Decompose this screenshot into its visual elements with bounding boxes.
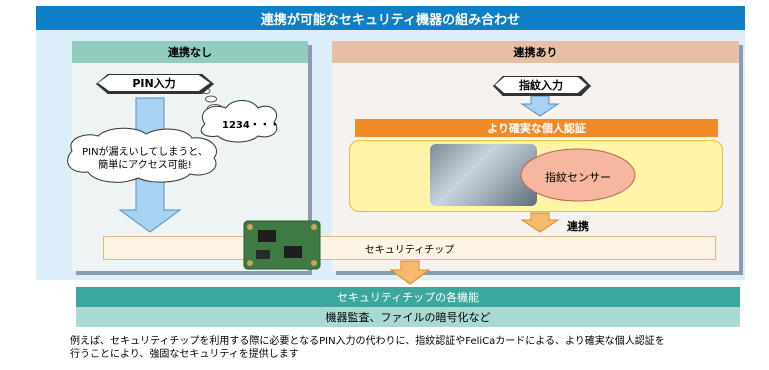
- warning-line-1: PINが漏えいしてしまうと、: [82, 147, 208, 158]
- link-down-arrow: [520, 212, 560, 233]
- chip-features-header: セキュリティチップの各機能: [76, 287, 740, 307]
- chip-pad-front-1: [247, 224, 253, 230]
- thought-text: 1234・・・: [222, 120, 280, 131]
- pin-input-label: PIN入力: [98, 75, 210, 91]
- thought-cloud: [200, 100, 278, 143]
- description-line-2: 行うことにより、強固なセキュリティを提供します: [70, 349, 299, 360]
- description-text: 例えば、セキュリティチップを利用する際に必要となるPIN入力の代わりに、指紋認証…: [70, 335, 740, 361]
- sensor-label: 指紋センサー: [545, 171, 611, 184]
- warning-cloud: [67, 127, 217, 183]
- chip-board-front: [243, 220, 321, 270]
- chip-pad-front-2: [311, 260, 317, 266]
- description-line-1: 例えば、セキュリティチップを利用する際に必要となるPIN入力の代わりに、指紋認証…: [70, 336, 665, 347]
- chip-pad-front-3: [247, 260, 253, 266]
- certain-auth-bar: より確実な個人認証: [355, 119, 718, 137]
- features-down-arrow-front: [389, 260, 431, 285]
- sensor-ellipse-front: [520, 148, 636, 202]
- fingerprint-input-label: 指紋入力: [495, 77, 587, 93]
- chip-pad-front-4: [311, 224, 317, 230]
- keyboard-finger-photo: [430, 144, 537, 206]
- chip-ic-front-3: [256, 250, 270, 259]
- diagram-title: 連携が可能なセキュリティ機器の組み合わせ: [36, 6, 745, 30]
- chip-ic-front-1: [258, 230, 276, 242]
- chip-features-detail: 機器監査、ファイルの暗号化など: [76, 307, 740, 327]
- left-panel-header: 連携なし: [72, 41, 308, 63]
- fingerprint-down-arrow: [520, 95, 560, 117]
- right-panel-header: 連携あり: [332, 41, 739, 63]
- security-chip-bar: セキュリティチップ: [103, 236, 716, 260]
- link-label: 連携: [567, 220, 589, 233]
- chip-ic-front-2: [284, 246, 302, 258]
- thought-dot-mid: [205, 95, 217, 103]
- warning-line-2: 簡単にアクセス可能!: [98, 160, 192, 171]
